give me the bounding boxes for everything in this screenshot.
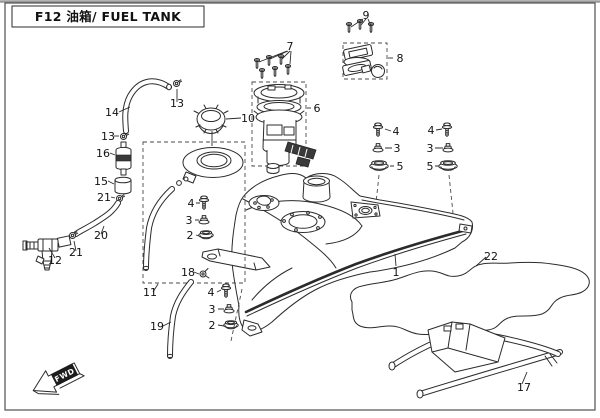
tank-right-flange [350,201,381,219]
part-fuel-cap [193,104,229,134]
callout-13-left: 13 [101,130,115,143]
callout-3-bottom: 3 [209,303,216,316]
tank-left-lug [201,248,271,271]
leader-lines [48,18,528,385]
tank-pump-ring [280,210,326,233]
callout-3-left: 3 [186,214,193,227]
callout-13-top: 13 [170,97,184,110]
callout-3-right-a: 3 [394,142,401,155]
callout-18: 18 [181,266,195,279]
part-clip-18 [199,268,210,279]
callout-15: 15 [94,175,108,188]
title-block: F12 油箱/ FUEL TANK [11,5,205,28]
part-filler-ring [142,147,244,271]
callout-17: 17 [517,381,531,394]
part-tank-bracket [388,321,563,399]
callout-5-right-b: 5 [427,160,434,173]
part-filter-cup [114,176,132,195]
valve-group-box [342,42,388,80]
fwd-arrow-icon: FWD [32,362,85,395]
part-fuel-filter [115,141,132,176]
callout-16: 16 [96,147,110,160]
callout-19: 19 [150,320,164,333]
callout-4-left: 4 [188,197,195,210]
callout-2-bottom: 2 [209,319,216,332]
callout-12: 12 [48,254,62,267]
callouts: 9 8 7 6 10 14 13 13 16 15 21 20 21 12 4 … [48,9,531,394]
tank-bottom-lug [241,319,263,337]
callout-2-left: 2 [187,229,194,242]
callout-7: 7 [287,40,294,53]
part-heat-shield-pad [349,261,590,335]
part-hose-lower [73,200,121,237]
callout-10: 10 [241,112,255,125]
callout-4-bottom: 4 [208,286,215,299]
part-breather-valve [342,44,385,78]
part-fuel-tank [201,173,473,337]
tank-right-tab [458,223,473,234]
part-fuel-pump [253,84,317,174]
callout-3-right-b: 3 [427,142,434,155]
callout-4-right-a: 4 [393,125,400,138]
callout-4-right-b: 4 [428,124,435,137]
callout-21-lower: 21 [69,246,83,259]
part-hose-upper [122,78,172,134]
callout-20: 20 [94,229,108,242]
part-drain-hose [166,279,194,359]
callout-1: 1 [393,266,400,279]
callout-21-top: 21 [97,191,111,204]
callout-14: 14 [105,106,119,119]
tank-sender-plate [248,195,280,211]
part-fuel-valve [22,235,72,271]
callout-8: 8 [397,52,404,65]
callout-11: 11 [143,286,157,299]
callout-6: 6 [314,102,321,115]
callout-9: 9 [363,9,370,22]
callout-22: 22 [484,250,498,263]
page-title: F12 油箱/ FUEL TANK [35,9,182,24]
filler-group-box [142,141,246,284]
callout-5-right-a: 5 [397,160,404,173]
tank-filler-neck [302,175,331,203]
